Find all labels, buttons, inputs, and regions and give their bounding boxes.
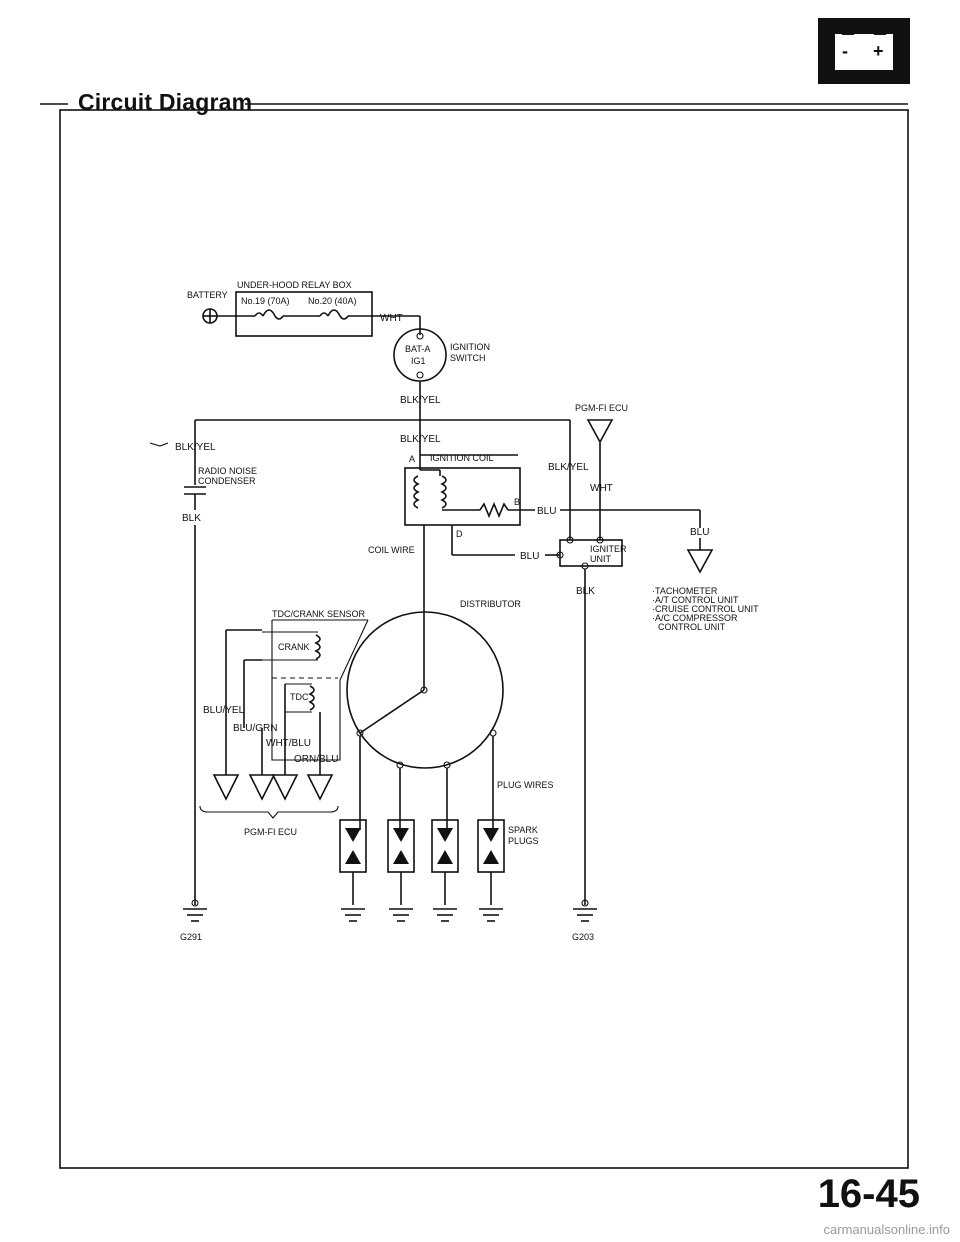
blk-yel-3-label: BLK/YEL: [548, 462, 589, 473]
bat-a-label: BAT-A: [405, 344, 430, 354]
ignition-coil-label: IGNITION COIL: [430, 453, 494, 463]
ground-g291: G291: [180, 899, 207, 942]
crank-label: CRANK: [278, 642, 310, 652]
blk-yel-2-label: BLK/YEL: [400, 434, 441, 445]
tdc-label: TDC: [290, 692, 309, 702]
tach-item-5: CONTROL UNIT: [658, 622, 726, 632]
svg-text:G203: G203: [572, 932, 594, 942]
blk-right-label: BLK: [576, 586, 595, 597]
svg-text:UNIT: UNIT: [590, 554, 611, 564]
svg-text:CONDENSER: CONDENSER: [198, 476, 256, 486]
tach-item-1: ·TACHOMETER: [652, 586, 718, 596]
blk-yel-1-label: BLK/YEL: [400, 395, 441, 406]
radio-noise-label: RADIO NOISE: [198, 466, 257, 476]
svg-text:-: -: [842, 41, 848, 61]
distributor: DISTRIBUTOR: [346, 599, 521, 769]
plug-wires: PLUG WIRES: [359, 736, 554, 830]
svg-text:PLUGS: PLUGS: [508, 836, 539, 846]
spark-plugs-label: SPARK: [508, 825, 538, 835]
radio-noise-condenser: RADIO NOISE CONDENSER BLK: [182, 466, 257, 905]
orn-blu-label: ORN/BLU: [294, 754, 338, 765]
tdc-crank-sensor-label: TDC/CRANK SENSOR: [272, 609, 366, 619]
igniter-label: IGNITER: [590, 544, 627, 554]
fuse19-label: No.19 (70A): [241, 296, 290, 306]
fuse20-label: No.20 (40A): [308, 296, 357, 306]
wht-top-label: WHT: [380, 313, 403, 324]
distributor-label: DISTRIBUTOR: [460, 599, 521, 609]
tach-item-4: ·A/C COMPRESSOR: [652, 613, 738, 623]
tach-item-3: ·CRUISE CONTROL UNIT: [652, 604, 759, 614]
wht-blu-label: WHT/BLU: [266, 738, 311, 749]
battery-and-relay-box: BATTERY UNDER-HOOD RELAY BOX No.19 (70A)…: [187, 280, 421, 337]
blk-yel-bus: BLK/YEL BLK/YEL BLK/YEL: [149, 419, 589, 540]
blu-b-label: BLU: [537, 506, 556, 517]
page-number: 16-45: [817, 1172, 920, 1216]
ig1-label: IG1: [411, 356, 426, 366]
pgm-fi-ecu-bottom: PGM-FI ECU: [199, 774, 339, 837]
pgm-fi-ecu-top: PGM-FI ECU WHT: [575, 403, 628, 540]
svg-text:SWITCH: SWITCH: [450, 353, 486, 363]
tach-item-2: ·A/T CONTROL UNIT: [652, 595, 739, 605]
spark-plug-4: [477, 819, 505, 905]
wht-right-label: WHT: [590, 483, 613, 494]
blu-grn-label: BLU/GRN: [233, 723, 277, 734]
spark-plugs: SPARK PLUGS: [339, 819, 539, 905]
terminal-d-label: D: [456, 529, 463, 539]
ignition-switch: BAT-A IG1 IGNITION SWITCH BLK/YEL: [393, 328, 490, 420]
blk-left-label: BLK: [182, 513, 201, 524]
coil-wire-label: COIL WIRE: [368, 545, 415, 555]
ground-g203: G203: [572, 899, 597, 942]
spark-plug-3: [431, 819, 459, 905]
spark-plug-1: [339, 819, 367, 905]
pgm-ecu-top-label: PGM-FI ECU: [575, 403, 628, 413]
ignition-switch-label: IGNITION: [450, 342, 490, 352]
svg-text:+: +: [873, 41, 884, 61]
diagram-frame: [40, 103, 909, 1169]
terminal-b-label: B: [514, 497, 520, 507]
plug-wires-label: PLUG WIRES: [497, 780, 554, 790]
blu-right-label: BLU: [690, 527, 709, 538]
battery-icon: - +: [818, 18, 910, 84]
ignition-coil: A IGNITION COIL B BLU D BLU COIL WIRE: [368, 453, 700, 690]
blu-yel-label: BLU/YEL: [203, 705, 245, 716]
grounds: G291 G203: [180, 899, 597, 942]
spark-plug-2: [387, 819, 415, 905]
svg-text:G291: G291: [180, 932, 202, 942]
terminal-a-label: A: [409, 454, 415, 464]
blk-yel-left-label: BLK/YEL: [175, 442, 216, 453]
tachometer-connections: BLU ·TACHOMETER ·A/T CONTROL UNIT ·CRUIS…: [652, 510, 759, 632]
pgm-ecu-bottom-label: PGM-FI ECU: [244, 827, 297, 837]
watermark: carmanualsonline.info: [823, 1222, 950, 1237]
relay-box-label: UNDER-HOOD RELAY BOX: [237, 280, 352, 290]
tdc-crank-sensor: TDC/CRANK SENSOR CRANK TDC BLU/YEL BLU/G…: [203, 609, 369, 775]
igniter-unit: IGNITER UNIT BLK: [556, 536, 627, 905]
blu-mid-label: BLU: [520, 551, 539, 562]
battery-label: BATTERY: [187, 290, 228, 300]
